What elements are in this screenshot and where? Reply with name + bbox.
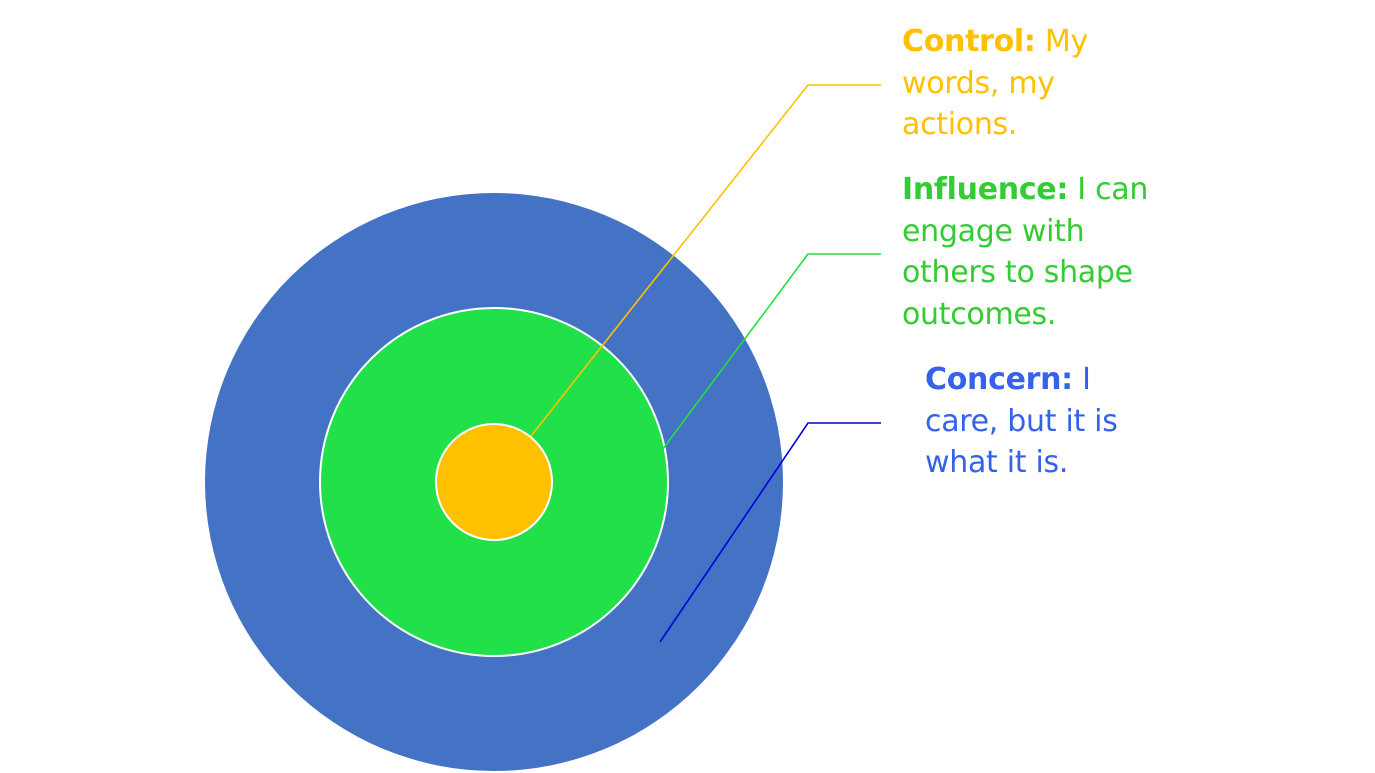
control-term: Control: [902, 24, 1036, 59]
concern-description: I care, but it is what it is. [925, 362, 1118, 480]
concern-callout: Concern: I care, but it is what it is. [925, 359, 1155, 484]
control-circle [435, 423, 553, 541]
control-description: My words, my actions. [902, 24, 1088, 142]
influence-description: I can engage with others to shape outcom… [902, 172, 1149, 332]
control-callout: Control: My words, my actions. [902, 21, 1142, 146]
influence-term: Influence: [902, 172, 1069, 207]
influence-callout: Influence: I can engage with others to s… [902, 169, 1162, 335]
concern-leader-line [659, 422, 881, 643]
influence-leader-line [577, 253, 881, 564]
control-leader-line [530, 84, 881, 437]
concern-term: Concern: [925, 362, 1073, 397]
